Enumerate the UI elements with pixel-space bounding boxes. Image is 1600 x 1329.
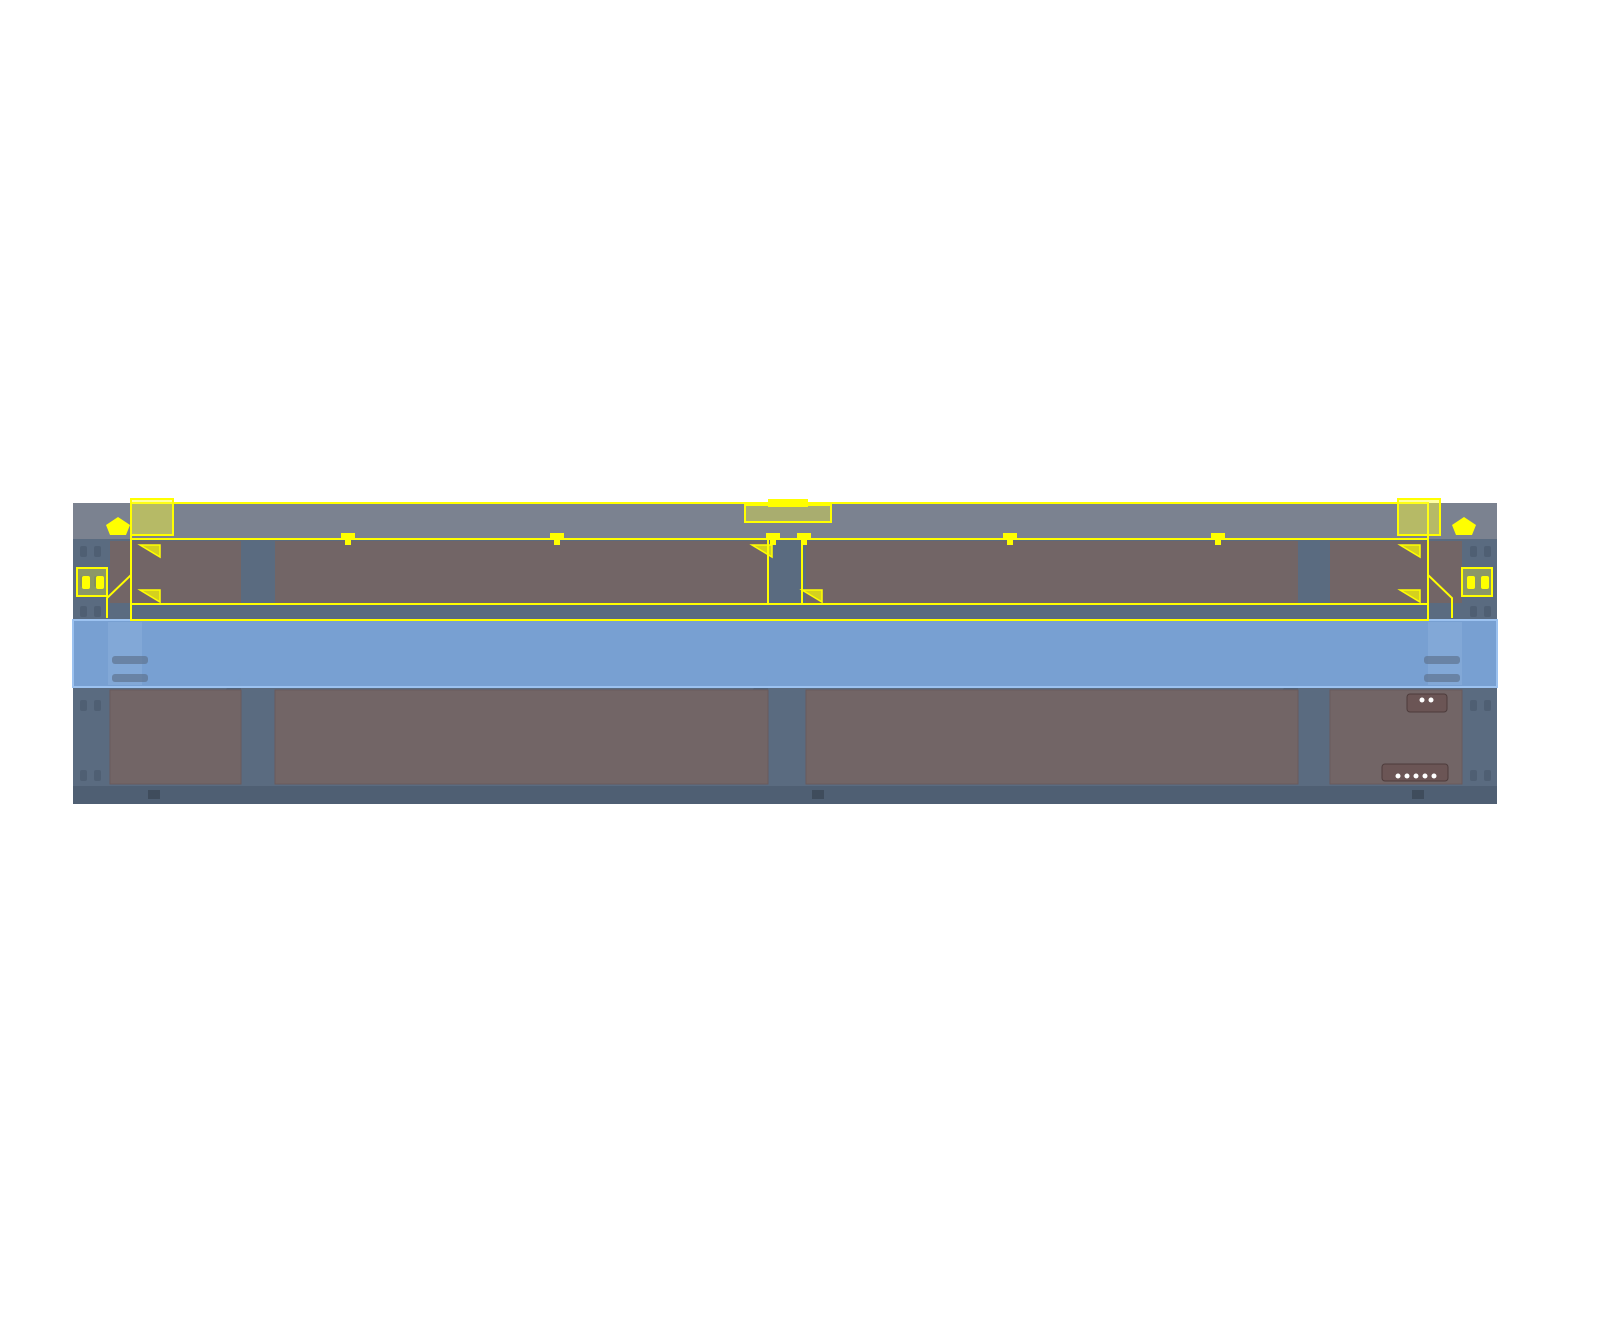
beam-clamp-stem-5 [770, 540, 776, 545]
end-bracket-left[interactable] [130, 498, 174, 536]
upper-panel-2[interactable] [275, 541, 768, 603]
beam-clamp-stem-1 [345, 540, 351, 545]
right-diagonal-strut [1427, 539, 1453, 618]
corner-brace-2 [1397, 589, 1421, 604]
bolt-slot-5a [80, 770, 87, 781]
bolt-slot-1b [94, 546, 101, 557]
beam-clamp-1 [341, 533, 355, 540]
bolt-slot-3a [80, 606, 87, 617]
beam-clamp-stem-4 [1215, 540, 1221, 545]
bolt-slot-8b [1484, 700, 1491, 711]
connector-lower-pin-5 [1431, 773, 1437, 779]
cross-rail-slot-2 [112, 674, 148, 682]
beam-clamp-2 [550, 533, 564, 540]
bolt-slot-7b [1484, 606, 1491, 617]
cross-rail[interactable] [72, 619, 1498, 688]
connector-group[interactable] [1381, 693, 1449, 782]
pivot-mount-1 [106, 517, 130, 535]
end-clip-slot-3 [1467, 576, 1475, 589]
bottom-frame-bar[interactable] [73, 786, 1497, 804]
bolt-slot-4a [80, 700, 87, 711]
beam-clamp-stem-6 [801, 540, 807, 545]
selected-parts-outline[interactable] [76, 498, 1493, 621]
connector-lower-pin-2 [1404, 773, 1410, 779]
end-bracket-right[interactable] [1397, 498, 1441, 536]
connector-lower-pin-3 [1413, 773, 1419, 779]
lower-panel-2[interactable] [274, 689, 769, 785]
bolt-slot-3b [94, 606, 101, 617]
bottom-tab-1 [148, 790, 160, 799]
bolt-slot-6a [1470, 546, 1477, 557]
cross-rail-slot-3 [1424, 656, 1460, 664]
beam-clamp-stem-3 [1007, 540, 1013, 545]
end-clip-slot-4 [1481, 576, 1489, 589]
connector-upper-pin-2 [1428, 697, 1434, 703]
bolt-slot-1a [80, 546, 87, 557]
bolt-slot-9b [1484, 770, 1491, 781]
lower-panel-3[interactable] [805, 689, 1299, 785]
bolt-slot-6b [1484, 546, 1491, 557]
beam-clamp-4 [1211, 533, 1225, 540]
connector-lower[interactable] [1381, 763, 1449, 782]
connector-upper[interactable] [1406, 693, 1448, 713]
bolt-slot-7a [1470, 606, 1477, 617]
cross-rail-slot-1 [112, 656, 148, 664]
connector-lower-pin-4 [1422, 773, 1428, 779]
end-clip-slot-1 [82, 576, 90, 589]
hovered-part-cross-rail[interactable] [72, 619, 1498, 688]
bolt-slot-9a [1470, 770, 1477, 781]
corner-brace-6 [1397, 544, 1421, 559]
upper-panel-4[interactable] [1330, 541, 1462, 603]
cross-rail-slot-4 [1424, 674, 1460, 682]
beam-clamp-6 [797, 533, 811, 540]
upper-panel-1[interactable] [110, 541, 241, 603]
connector-upper-pin-1 [1419, 697, 1425, 703]
corner-brace-3 [749, 544, 773, 559]
bolt-slot-5b [94, 770, 101, 781]
left-diagonal-strut [106, 539, 132, 618]
bottom-tab-3 [1412, 790, 1424, 799]
center-coupler[interactable] [744, 504, 832, 523]
beam-clamp-stem-2 [554, 540, 560, 545]
pivot-mount-2 [1452, 517, 1476, 535]
upper-panel-3[interactable] [806, 541, 1298, 603]
panel-group[interactable] [109, 541, 1463, 785]
lower-panel-1[interactable] [109, 689, 242, 785]
beam-clamp-5 [766, 533, 780, 540]
bolt-slot-4b [94, 700, 101, 711]
corner-brace-5 [137, 544, 161, 559]
center-coupler-cap [768, 499, 808, 507]
beam-clamp-3 [1003, 533, 1017, 540]
connector-lower-pin-1 [1395, 773, 1401, 779]
bottom-tab-2 [812, 790, 824, 799]
bolt-slot-8a [1470, 700, 1477, 711]
corner-brace-1 [137, 589, 161, 604]
corner-brace-4 [799, 589, 823, 604]
end-clip-slot-2 [96, 576, 104, 589]
